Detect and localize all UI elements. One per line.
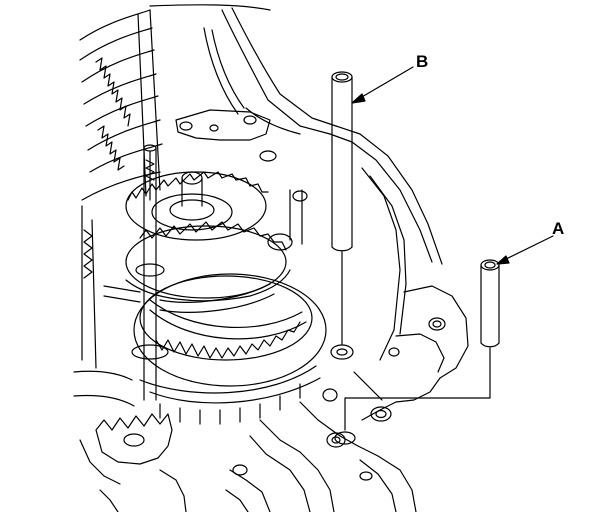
lower-left-parts: [73, 205, 187, 512]
dowel-pin-a: [334, 259, 500, 445]
callout-leaders: [351, 66, 554, 265]
gear-cluster: [125, 109, 327, 425]
callout-label-a: A: [552, 219, 565, 238]
callout-label-b: B: [416, 52, 429, 71]
shift-shaft: [95, 144, 275, 465]
transmission-case: [149, 4, 469, 512]
clutch-drum: [79, 9, 163, 201]
dowel-pin-b: [330, 71, 354, 360]
